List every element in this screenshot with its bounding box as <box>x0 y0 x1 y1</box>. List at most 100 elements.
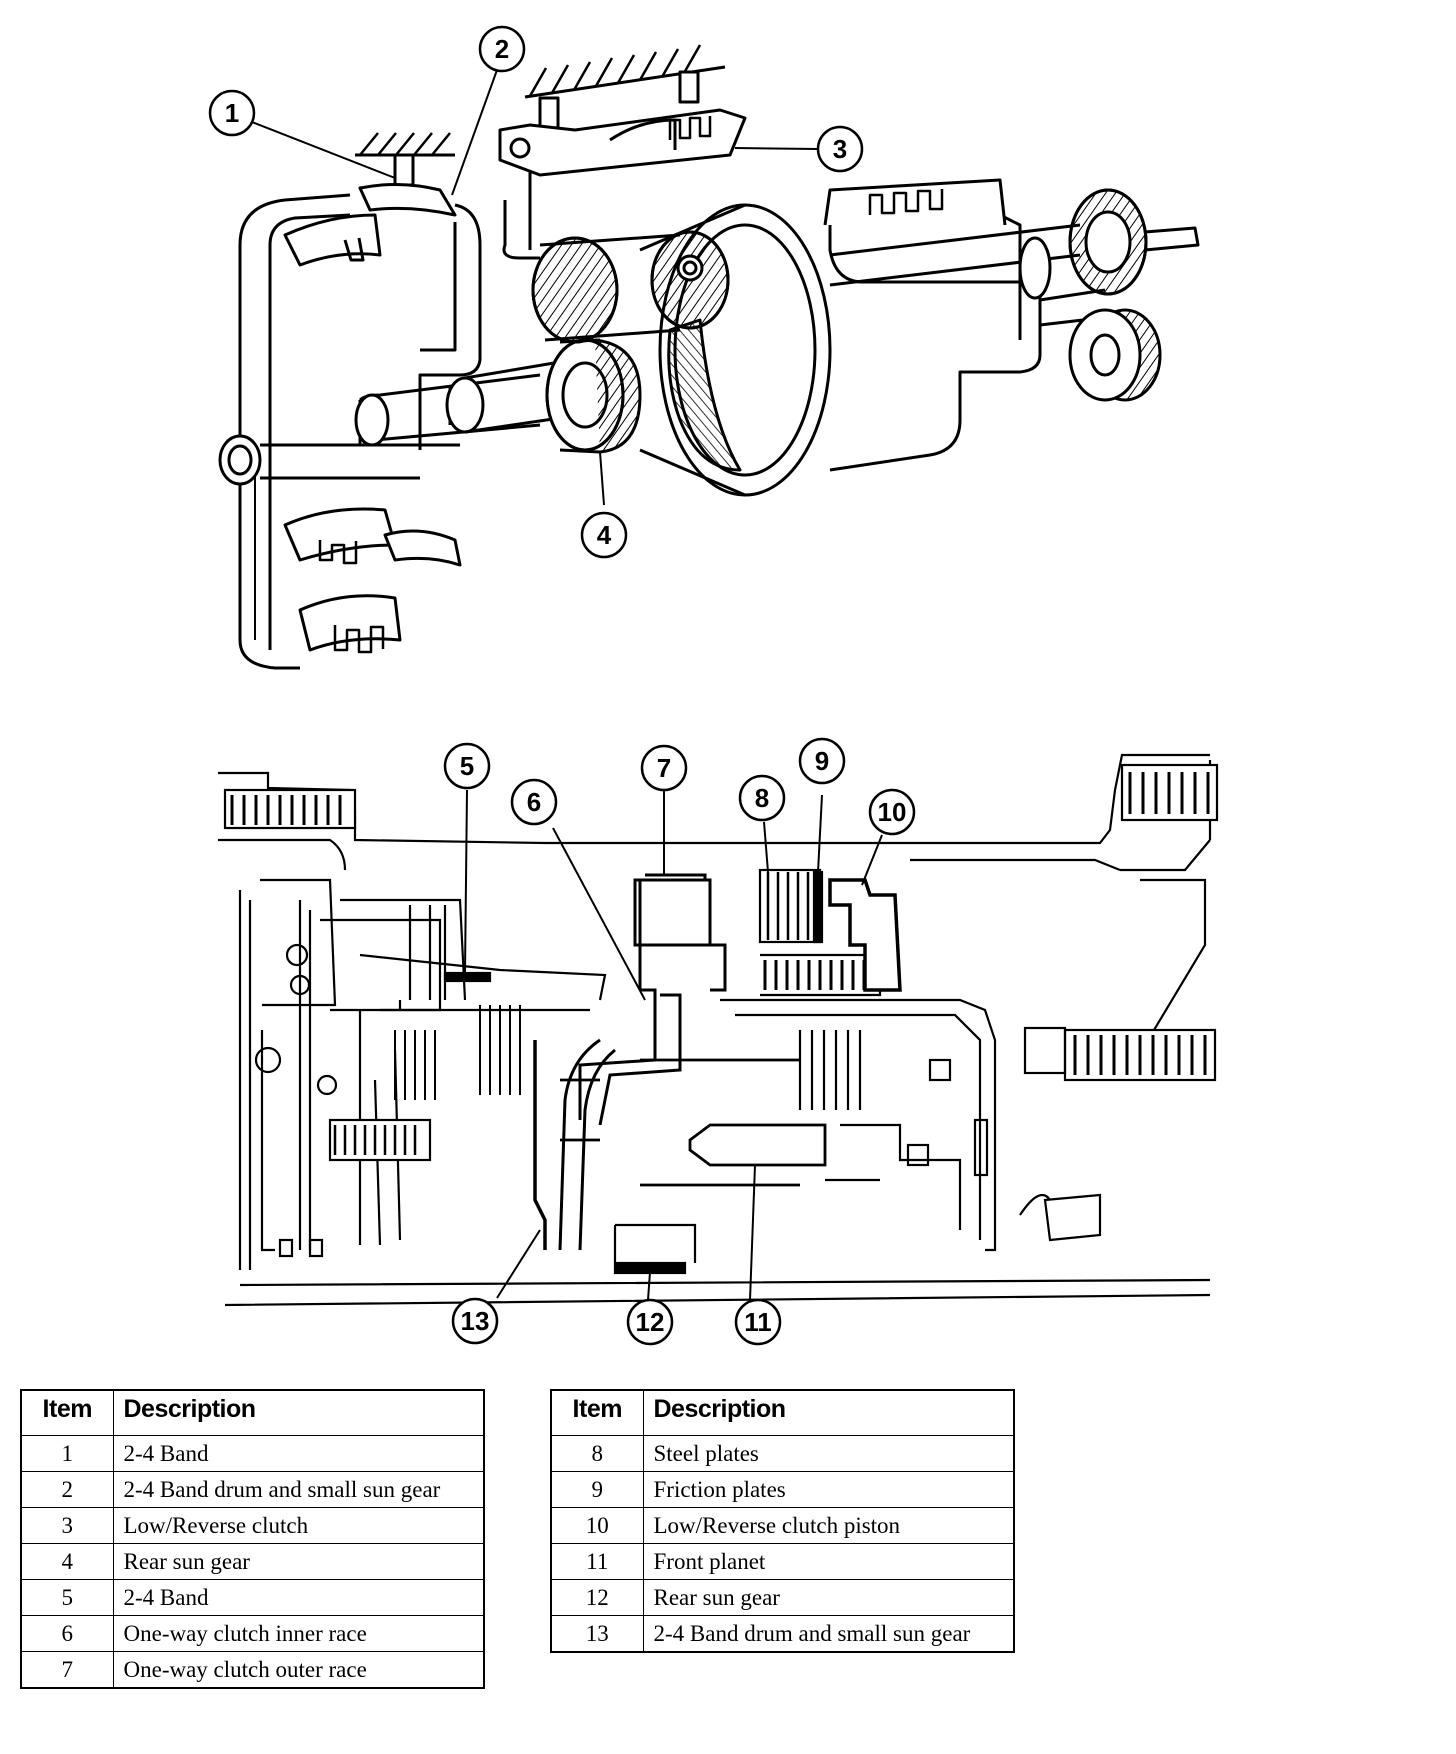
callout-3-label: 3 <box>833 134 847 164</box>
item-number: 12 <box>550 1579 644 1616</box>
callout-7-label: 7 <box>657 753 671 783</box>
callout-4-label: 4 <box>597 520 612 550</box>
drum-frame-left <box>238 193 482 670</box>
front-planet-shaft <box>560 1058 827 1187</box>
item-number: 6 <box>20 1615 114 1652</box>
item-number: 4 <box>20 1543 114 1580</box>
clutch-housing-right <box>498 108 1007 226</box>
item-number: 8 <box>550 1435 644 1472</box>
band-shoes-left <box>283 182 462 654</box>
callout-13-label: 13 <box>461 1306 490 1336</box>
clutch-pack-left <box>328 1005 521 1162</box>
item-number: 1 <box>20 1435 114 1472</box>
header-description: Description <box>112 1389 485 1436</box>
item-description: 2-4 Band drum and small sun gear <box>112 1471 485 1508</box>
spring-top-left <box>223 788 357 830</box>
steel-friction-plates <box>758 868 882 997</box>
callout-7: 7 <box>640 744 688 792</box>
item-number: 10 <box>550 1507 644 1544</box>
item-description: Rear sun gear <box>112 1543 485 1580</box>
cutaway-illustration <box>218 44 1200 670</box>
item-number: 13 <box>550 1615 644 1653</box>
output-shaft <box>829 188 1200 402</box>
callout-11-label: 11 <box>744 1307 772 1337</box>
item-description: 2-4 Band drum and small sun gear <box>642 1615 1015 1653</box>
item-description: Low/Reverse clutch piston <box>642 1507 1015 1544</box>
leader-lines-bottom <box>464 789 883 1301</box>
callout-1-label: 1 <box>225 98 239 128</box>
ground-hatch-right <box>524 44 726 130</box>
callout-10-label: 10 <box>878 797 907 827</box>
rear-sun-gear-top <box>545 338 642 454</box>
callout-2-label: 2 <box>495 34 509 64</box>
header-item: Item <box>550 1389 644 1436</box>
callout-3: 3 <box>816 125 864 173</box>
item-description: One-way clutch inner race <box>112 1615 485 1652</box>
callout-1: 1 <box>208 89 256 137</box>
item-number: 11 <box>550 1543 644 1580</box>
spring-mid-right <box>1023 1026 1217 1082</box>
item-number: 2 <box>20 1471 114 1508</box>
callout-8-label: 8 <box>755 783 769 813</box>
callout-9: 9 <box>798 737 846 785</box>
item-description: Steel plates <box>642 1435 1015 1472</box>
callout-8: 8 <box>738 774 786 822</box>
ground-hatch-left <box>355 132 455 187</box>
item-number: 9 <box>550 1471 644 1508</box>
item-number: 7 <box>20 1651 114 1689</box>
callout-5: 5 <box>443 742 491 790</box>
callout-11: 11 <box>734 1298 782 1346</box>
band-2-4-section <box>443 971 492 983</box>
item-description: Rear sun gear <box>642 1579 1015 1616</box>
callout-4: 4 <box>580 511 628 559</box>
right-housing <box>720 998 1102 1252</box>
callout-2: 2 <box>478 25 526 73</box>
header-item: Item <box>20 1389 114 1436</box>
callout-6-label: 6 <box>527 787 541 817</box>
legend-header-row: Item Description <box>550 1389 1015 1436</box>
item-description: Low/Reverse clutch <box>112 1507 485 1544</box>
item-description: Friction plates <box>642 1471 1015 1508</box>
callout-12: 12 <box>626 1298 674 1346</box>
callout-9-label: 9 <box>815 746 829 776</box>
callout-10: 10 <box>868 788 916 836</box>
planet-drum <box>531 203 832 497</box>
transmission-diagram: 1 2 3 4 5 6 7 8 9 10 11 12 13 <box>208 25 1219 1346</box>
callout-5-label: 5 <box>460 751 474 781</box>
band-drum-small-sun-gear <box>533 1040 547 1250</box>
callout-13: 13 <box>451 1297 499 1345</box>
left-housing <box>238 878 467 1270</box>
item-description: 2-4 Band <box>112 1435 485 1472</box>
cross-section-view <box>218 753 1219 1307</box>
low-reverse-piston <box>828 878 902 992</box>
item-number: 5 <box>20 1579 114 1616</box>
callout-12-label: 12 <box>636 1307 665 1337</box>
callout-6: 6 <box>510 778 558 826</box>
callouts: 1 2 3 4 5 6 7 8 9 10 11 12 13 <box>208 25 916 1346</box>
spring-top-right <box>1120 763 1219 822</box>
leader-lines-top <box>251 69 819 506</box>
item-description: 2-4 Band <box>112 1579 485 1616</box>
item-description: One-way clutch outer race <box>112 1651 485 1689</box>
main-shaft <box>354 360 561 447</box>
item-description: Front planet <box>642 1543 1015 1580</box>
one-way-clutch <box>558 873 727 1251</box>
rear-sun-gear-section <box>613 1261 687 1275</box>
item-number: 3 <box>20 1507 114 1544</box>
